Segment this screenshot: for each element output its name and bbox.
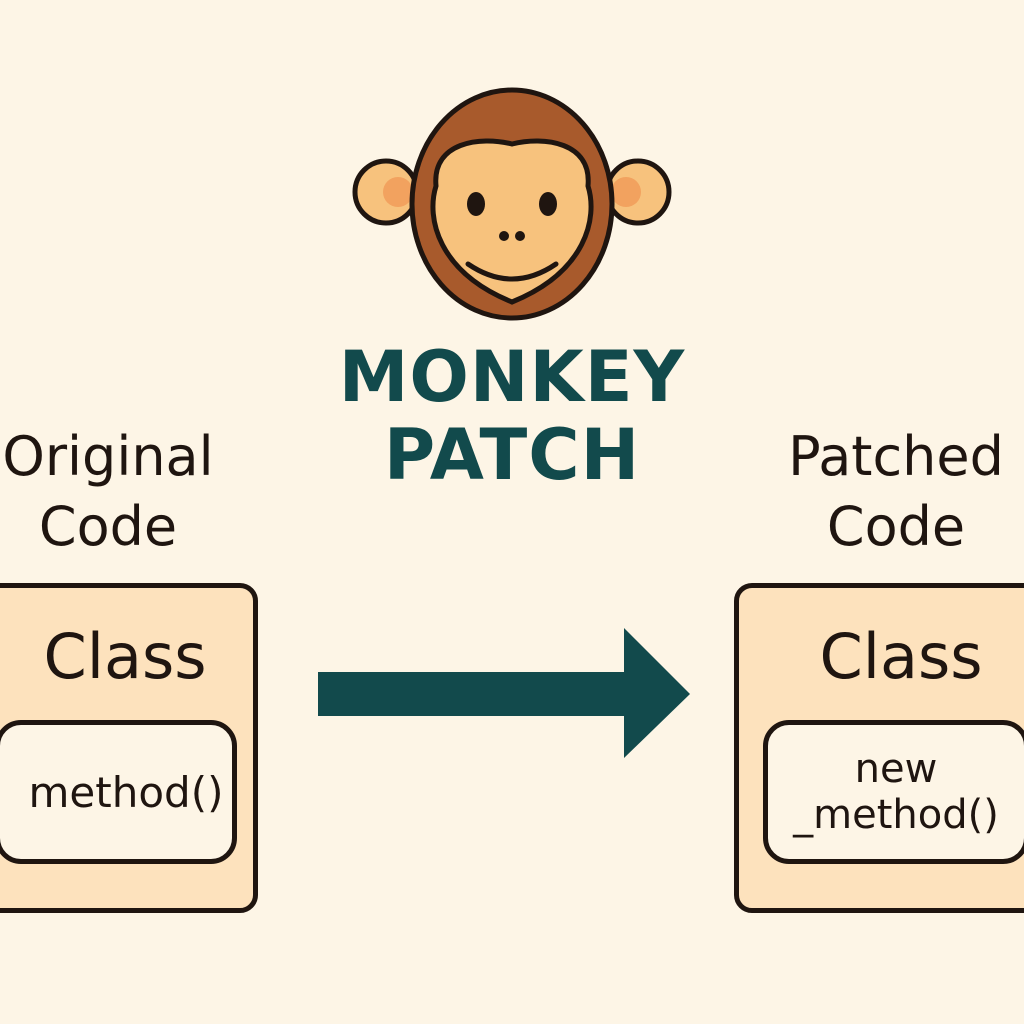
patched-code-label-line-2: Code: [826, 495, 966, 558]
patched-method-box: new _method(): [763, 720, 1024, 864]
patched-class-box: Class new _method(): [734, 583, 1024, 913]
original-method-box: method(): [0, 720, 237, 864]
title-line-1: MONKEY: [338, 336, 686, 418]
original-code-label-line-2: Code: [38, 495, 178, 558]
arrow-right-icon: [318, 628, 690, 758]
original-code-label-line-1: Original: [2, 425, 214, 488]
patched-class-title: Class: [819, 620, 983, 693]
title-line-2: PATCH: [383, 414, 641, 496]
patched-method-label-line-1: new: [854, 746, 938, 792]
monkey-face-icon: [352, 87, 672, 321]
original-method-label: method(): [28, 767, 224, 817]
patched-code-label-line-1: Patched: [788, 425, 1004, 488]
original-class-box: Class method(): [0, 583, 258, 913]
patched-method-label-line-2: _method(): [793, 792, 999, 838]
original-class-title: Class: [43, 620, 207, 693]
